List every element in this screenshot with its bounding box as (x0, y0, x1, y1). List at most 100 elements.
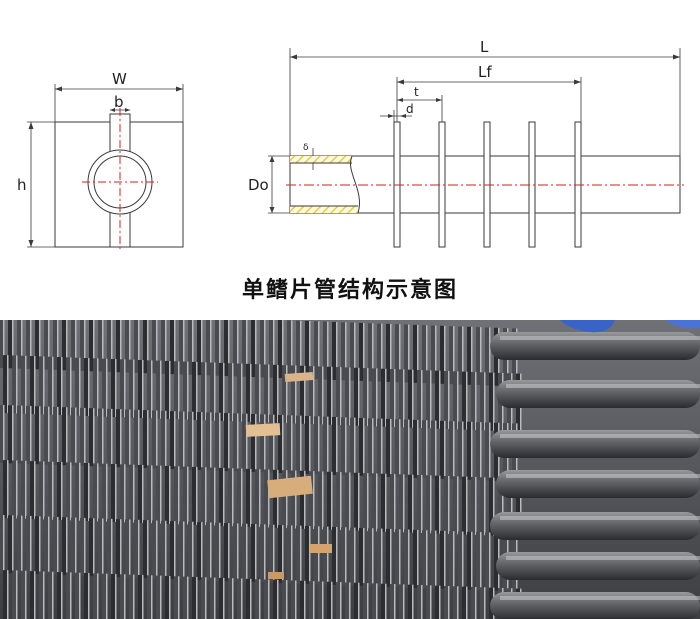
fin-highlight (331, 366, 333, 425)
fin-highlight (502, 477, 504, 536)
fin-plate (111, 463, 116, 522)
fin-plate (219, 467, 224, 526)
fin-highlight (210, 320, 212, 376)
fin-plate (278, 415, 283, 474)
fin-plate (120, 464, 125, 523)
fin-plate (89, 408, 94, 467)
fin-plate (224, 320, 229, 377)
fin-highlight (75, 407, 77, 466)
fin-plate (462, 476, 467, 535)
fin-plate (309, 366, 314, 425)
fin-highlight (7, 460, 9, 519)
fin-highlight (21, 320, 23, 369)
fin-highlight (457, 371, 459, 430)
fin-plate (197, 412, 202, 471)
fin-plate (332, 321, 337, 380)
fin-plate (422, 530, 427, 589)
fin-highlight (57, 406, 59, 465)
fin-highlight (399, 419, 401, 478)
fin-plate (39, 356, 44, 415)
fin-highlight (124, 464, 126, 523)
fin-highlight (138, 320, 140, 373)
fin-plate (395, 324, 400, 383)
fin-highlight (367, 473, 369, 532)
label-b: b (114, 93, 124, 111)
fin-plate (102, 573, 107, 619)
fin-plate (48, 571, 53, 619)
fin-plate (260, 320, 265, 378)
fin-plate (134, 519, 139, 578)
fin-highlight (412, 474, 414, 533)
fin-highlight (327, 416, 329, 475)
fin-highlight (453, 421, 455, 480)
fin-highlight (471, 421, 473, 480)
fin-highlight (39, 320, 41, 370)
fin-plate (8, 405, 13, 464)
fin-highlight (354, 417, 356, 476)
fin-highlight (30, 405, 32, 464)
fin-highlight (471, 531, 473, 590)
fin-highlight (435, 420, 437, 479)
fin-highlight (282, 320, 284, 379)
fin-plate (363, 583, 368, 619)
b-arrow-left (110, 108, 115, 112)
fin-tube-structure-diagram: W b h (17, 38, 684, 252)
fin-highlight (21, 515, 23, 574)
fin-plate (147, 360, 152, 419)
fin-plate (170, 320, 175, 375)
wood-spacers (245, 372, 332, 579)
fin-highlight (255, 414, 257, 473)
fin-plate (485, 327, 490, 386)
fin-highlight (241, 468, 243, 527)
fin-highlight (223, 467, 225, 526)
label-d: d (406, 102, 414, 116)
fin-highlight (448, 585, 450, 619)
fin-highlight (399, 529, 401, 588)
fin-plate (165, 465, 170, 524)
fin-highlight (88, 573, 90, 619)
fin-highlight (219, 412, 221, 471)
fin-plate (138, 574, 143, 619)
fin-highlight (295, 470, 297, 529)
fin-highlight (408, 324, 410, 383)
fin-plate (260, 414, 265, 473)
fin-plate (327, 471, 332, 530)
fin-plate (210, 467, 215, 526)
fin-plate (233, 523, 238, 582)
fin-highlight (61, 572, 63, 619)
wood-spacer-2 (245, 423, 281, 437)
fin-highlight (484, 372, 486, 431)
fin-highlight (12, 320, 14, 369)
fin-highlight (237, 523, 239, 582)
fin-plate (390, 369, 395, 428)
fin-highlight (93, 320, 95, 372)
fin-plate (453, 586, 458, 619)
fin-highlight (111, 408, 113, 467)
fin-highlight (358, 582, 360, 619)
fin-highlight (376, 473, 378, 532)
fin-highlight (403, 474, 405, 533)
fin-plate (359, 322, 364, 381)
fin-highlight (439, 585, 441, 619)
fin-highlight (61, 357, 63, 416)
fin-plate (75, 462, 80, 521)
fin-plate (102, 358, 107, 417)
fin-tube-bundle-photo (0, 320, 700, 619)
fin-highlight (439, 370, 441, 429)
fin-plate (399, 474, 404, 533)
fin-plate (471, 586, 476, 619)
fin-row (0, 404, 518, 482)
fin-highlight (273, 524, 275, 583)
fin-highlight (336, 526, 338, 585)
fin-plate (449, 326, 454, 385)
fin-highlight (318, 321, 320, 380)
fin-highlight (102, 408, 104, 467)
b-arrow-right (125, 108, 130, 112)
fin-plate (30, 461, 35, 520)
fin-plate (462, 371, 467, 430)
fin-highlight (48, 320, 50, 370)
fin-highlight (232, 578, 234, 619)
fin-plate (125, 320, 130, 373)
fin-highlight (493, 372, 495, 431)
fin-plate (75, 357, 80, 416)
